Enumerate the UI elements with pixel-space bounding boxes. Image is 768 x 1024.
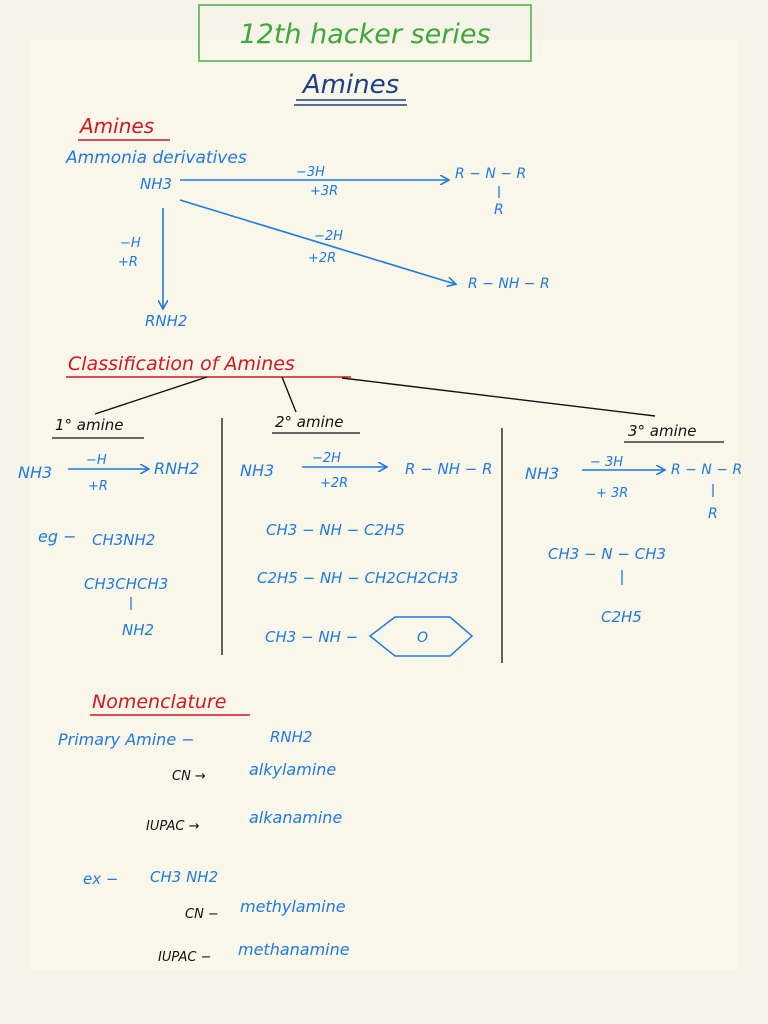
secondary-reactant: NH3: [240, 461, 274, 480]
intro-secondary-product: R − NH − R: [468, 276, 550, 292]
tertiary-reactant: NH3: [525, 464, 559, 483]
series-title: 12th hacker series: [239, 19, 490, 50]
tertiary-r: R: [708, 506, 718, 522]
intro-tertiary-bottom: +3R: [310, 184, 338, 199]
primary-product: RNH2: [154, 459, 199, 478]
intro-tertiary-product: R − N − R: [455, 166, 526, 182]
primary-amine-text: Primary Amine −: [58, 730, 195, 749]
primary-eg: eg −: [38, 527, 77, 546]
tertiary-bottom: + 3R: [596, 486, 628, 501]
primary-ex1: CH3NH2: [92, 531, 155, 549]
ex-cn-label: CN −: [185, 907, 219, 922]
intro-nh3: NH3: [140, 175, 172, 193]
benzene-ring: [368, 616, 474, 657]
primary-amine-formula: RNH2: [270, 728, 312, 746]
amines-heading: Amines: [78, 114, 154, 138]
branch-line-2: [281, 376, 297, 413]
secondary-amine-label: 2° amine: [275, 413, 344, 431]
paper-sheet: [30, 40, 738, 970]
intro-primary-product: RNH2: [145, 312, 187, 330]
tertiary-ex-branch: C2H5: [601, 608, 642, 626]
branch-line-3: [341, 377, 656, 417]
ex-iupac-value: methanamine: [238, 940, 350, 959]
tertiary-top: − 3H: [590, 455, 623, 470]
classification-heading: Classification of Amines: [68, 353, 295, 375]
ex-iupac-label: IUPAC −: [158, 950, 212, 965]
iupac-label: IUPAC →: [146, 819, 200, 834]
nomenclature-ex-formula: CH3 NH2: [150, 868, 218, 886]
branch-line-1: [94, 376, 208, 415]
primary-ex2-branch: NH2: [122, 621, 154, 639]
secondary-bottom: +2R: [320, 476, 348, 491]
tertiary-amine-label: 3° amine: [628, 422, 697, 440]
primary-reactant: NH3: [18, 463, 52, 482]
nomenclature-heading: Nomenclature: [92, 691, 226, 713]
primary-ex2-chain: CH3CHCH3: [84, 575, 168, 593]
tertiary-ex-chain: CH3 − N − CH3: [548, 545, 666, 563]
benzene-ring-label: O: [417, 630, 428, 646]
intro-arrow-secondary: [179, 199, 455, 284]
page-title: Amines: [301, 70, 399, 100]
cn-value: alkylamine: [249, 760, 336, 779]
tertiary-product: R − N − R: [671, 462, 742, 478]
primary-bottom: +R: [88, 479, 108, 494]
intro-tertiary-top: −3H: [296, 165, 325, 180]
ammonia-derivatives: Ammonia derivatives: [65, 148, 247, 168]
secondary-top: −2H: [312, 451, 341, 466]
primary-amine-label: 1° amine: [55, 416, 124, 434]
ex-cn-value: methylamine: [240, 897, 346, 916]
intro-secondary-bottom: +2R: [308, 251, 336, 266]
secondary-ex3: CH3 − NH −: [265, 628, 358, 646]
series-title-box: [198, 4, 532, 62]
nomenclature-ex-label: ex −: [83, 870, 118, 888]
primary-top: −H: [86, 453, 107, 468]
intro-secondary-top: −2H: [314, 229, 343, 244]
cn-label: CN →: [172, 769, 206, 784]
secondary-ex2: C2H5 − NH − CH2CH2CH3: [257, 569, 458, 587]
intro-primary-top: −H: [120, 236, 141, 251]
intro-tertiary-r: R: [494, 202, 504, 218]
intro-primary-bottom: +R: [118, 255, 138, 270]
iupac-value: alkanamine: [249, 808, 342, 827]
secondary-product: R − NH − R: [405, 460, 493, 478]
secondary-ex1: CH3 − NH − C2H5: [266, 521, 405, 539]
